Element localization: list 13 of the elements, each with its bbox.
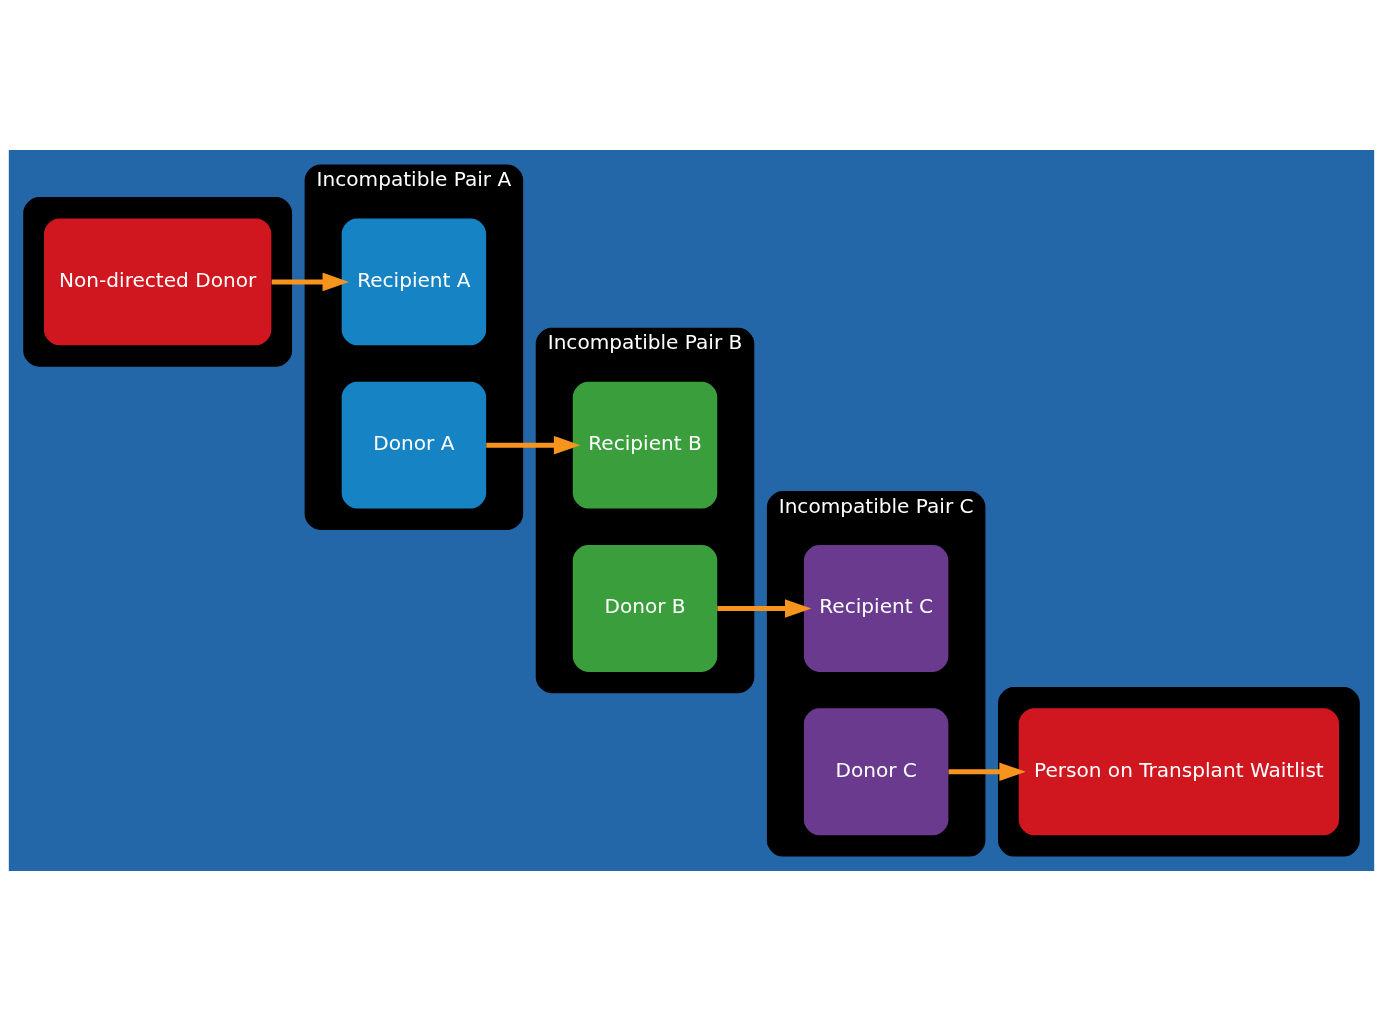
node-box: Donor B (572, 545, 718, 672)
node-box: Donor A (341, 381, 487, 509)
node-box: Recipient C (803, 545, 949, 672)
arrow (271, 272, 349, 292)
node-box: Non-directed Donor (44, 218, 272, 346)
arrow (948, 762, 1026, 781)
arrow (486, 435, 581, 455)
arrow (717, 599, 812, 618)
node-box: Donor C (803, 708, 949, 836)
cluster (23, 197, 293, 367)
node-box: Recipient B (572, 381, 718, 509)
node-box: Person on Transplant Waitlist (1018, 708, 1339, 836)
node-box: Recipient A (341, 218, 487, 346)
